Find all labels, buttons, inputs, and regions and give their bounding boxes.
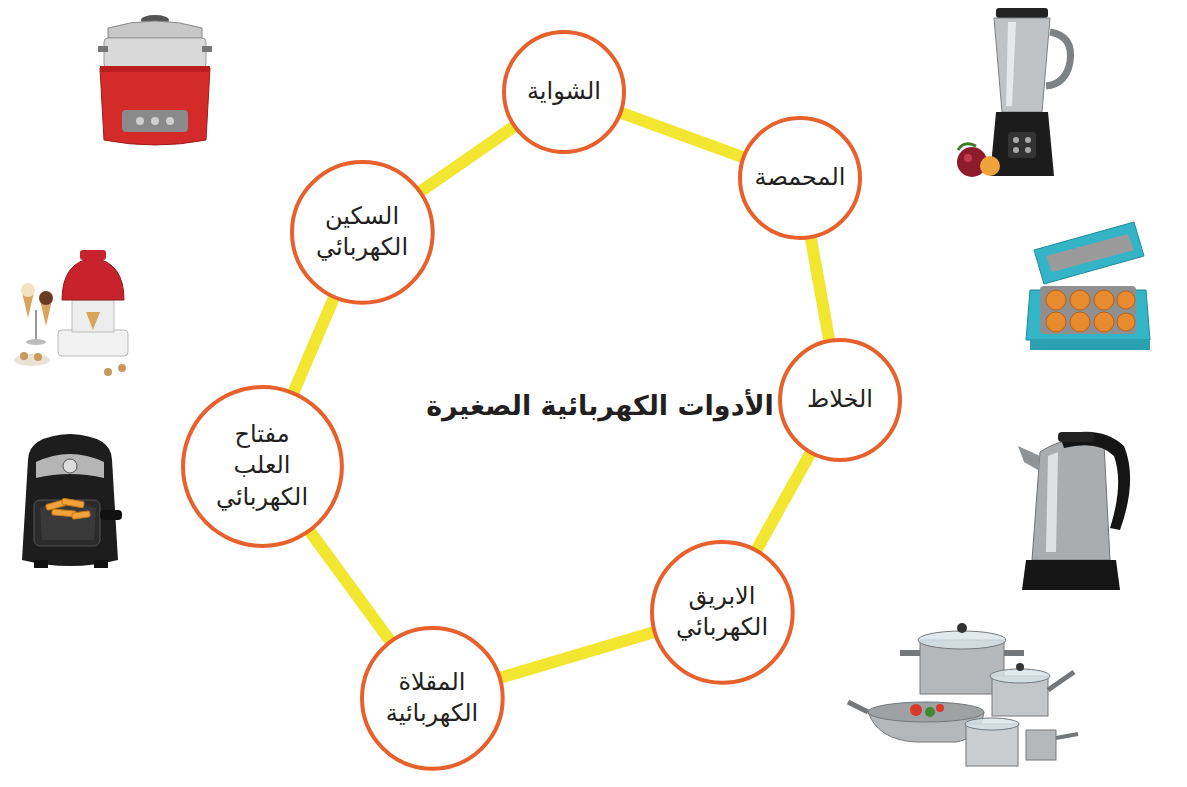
circle-outline xyxy=(650,540,795,685)
ring-segment xyxy=(421,127,514,192)
kettle-picture xyxy=(1018,432,1130,590)
ring-segment xyxy=(757,453,811,549)
circle-shape xyxy=(740,118,860,238)
appliance-name: مفتاح العلب الكهربائي xyxy=(208,419,316,513)
circle-shape xyxy=(780,340,900,460)
circle-shape xyxy=(292,162,433,303)
ice-cream-maker-picture xyxy=(14,250,128,376)
circle-shape xyxy=(652,542,793,683)
circle-shape xyxy=(362,628,503,769)
appliance-name: الابريق الكهربائي xyxy=(668,581,776,643)
appliance-name: السكين الكهربائي xyxy=(308,201,416,263)
appliance-circle: الابريق الكهربائي xyxy=(650,540,795,685)
blender-picture xyxy=(957,8,1071,177)
ring-segment xyxy=(294,298,334,392)
rice-cooker-picture xyxy=(98,15,212,145)
ring-segment xyxy=(811,238,829,340)
diagram-title: الأدوات الكهربائية الصغيرة xyxy=(426,390,774,421)
appliance-circle: السكين الكهربائي xyxy=(290,160,435,305)
appliance-name: المحمصة xyxy=(755,162,846,193)
circle-outline xyxy=(290,160,435,305)
appliance-name: المقلاة الكهربائية xyxy=(378,667,486,729)
ring-segment xyxy=(500,632,653,677)
cupcake-maker-picture xyxy=(1026,222,1150,350)
air-fryer-picture xyxy=(22,434,122,568)
appliance-name: الخلاط xyxy=(807,384,873,415)
circle-shape xyxy=(183,387,342,546)
appliance-name: الشواية xyxy=(527,76,601,107)
appliance-circle: الخلاط xyxy=(778,338,902,462)
appliance-circle: الشواية xyxy=(502,30,626,154)
appliance-circle: المقلاة الكهربائية xyxy=(360,626,505,771)
appliance-circle: مفتاح العلب الكهربائي xyxy=(181,385,344,548)
appliance-circle: المحمصة xyxy=(738,116,862,240)
circle-shape xyxy=(504,32,624,152)
ring-segment xyxy=(621,113,742,157)
ring-segment xyxy=(310,531,390,641)
pots-picture xyxy=(848,623,1078,766)
circle-outline xyxy=(360,626,505,771)
